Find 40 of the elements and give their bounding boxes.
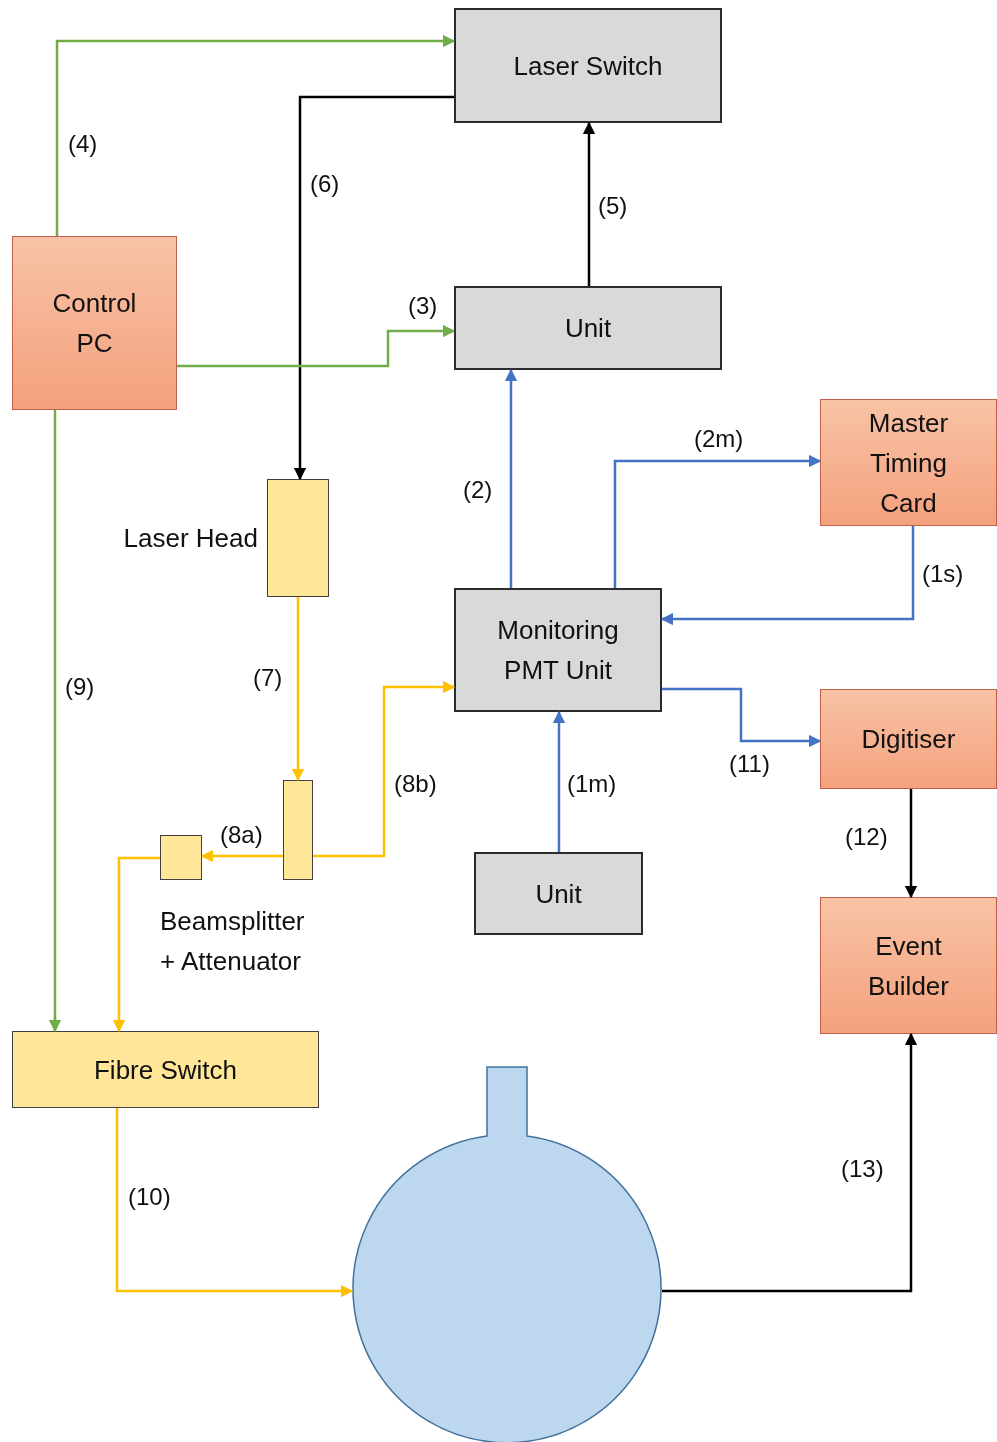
process-box [12,1031,319,1108]
arrow [552,710,566,852]
arrow [177,324,456,368]
arrow [504,368,518,588]
component-label: Beamsplitter + Attenuator [160,905,306,978]
node-label: Unit [564,312,612,345]
process-box [454,8,722,123]
arrow [48,410,62,1033]
vessel-drawing [352,1067,662,1442]
arrow [904,789,918,899]
node-label: Laser Head [123,522,258,555]
process-box [454,588,662,712]
arrow [662,687,822,748]
arrow [55,34,456,236]
arrow [662,1032,918,1293]
node-label: Control PC [51,287,138,360]
arrow [112,856,160,1033]
arrow [582,121,596,286]
arrow [313,680,456,858]
node-label: Master Timing Card [867,406,950,520]
node-label: Monitoring PMT Unit [496,614,620,687]
arrow [613,454,822,588]
arrow [115,1108,354,1298]
arrow [291,597,305,782]
component-box [160,835,202,880]
arrow [293,95,454,481]
arrow [200,849,283,863]
process-box [474,852,643,935]
process-box [12,236,177,410]
node-label: Event Builder [867,929,950,1003]
node-label: Fibre Switch [93,1053,237,1087]
arrow [660,526,915,626]
process-box [820,897,997,1034]
component-box [283,780,313,880]
node-label: Unit [535,877,582,911]
node-label: Digitiser [861,723,956,756]
process-box [820,689,997,789]
node-label: Laser Switch [513,49,663,83]
process-box [820,399,997,526]
process-box [454,286,722,370]
